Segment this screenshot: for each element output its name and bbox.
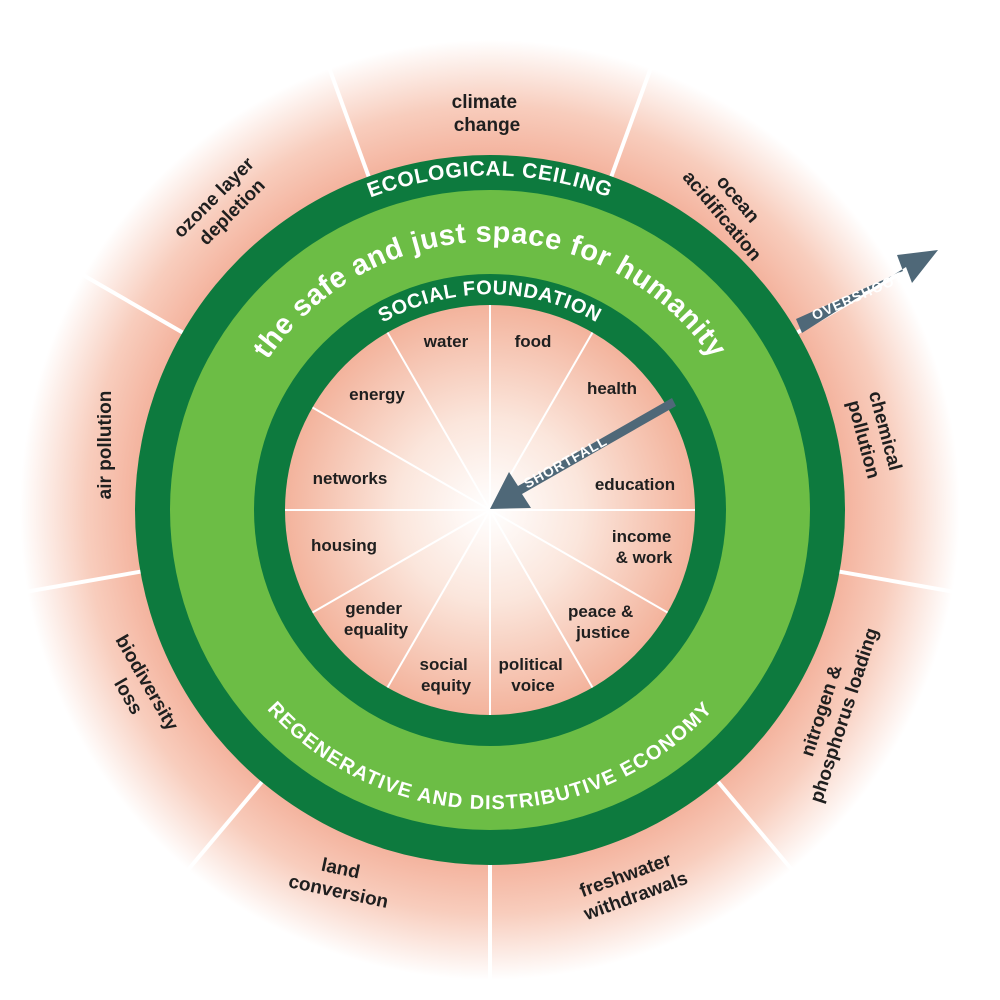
inner-label-housing: housing xyxy=(311,536,377,555)
inner-label-peace-justice: peace & justice xyxy=(568,602,638,642)
outer-sector-divider xyxy=(327,67,373,182)
inner-label-gender-equality: gender equality xyxy=(344,599,409,639)
inner-label-social-equity: social equity xyxy=(420,655,473,695)
inner-label-education: education xyxy=(595,475,675,494)
inner-label-political-voice: political voice xyxy=(499,655,568,695)
inner-sector-divider xyxy=(489,509,669,614)
inner-label-food: food xyxy=(515,332,552,351)
outer-sector-divider xyxy=(186,776,267,872)
overshoot-arrow-shape xyxy=(796,250,938,333)
inner-sector-divider xyxy=(311,509,491,614)
inner-label-water: water xyxy=(423,332,469,351)
outer-sector-divider xyxy=(713,776,794,872)
outer-sector-divider xyxy=(834,568,954,594)
inner-sector-divider xyxy=(489,509,594,689)
inner-label-income-work: income & work xyxy=(612,527,676,567)
inner-sector-divider xyxy=(386,331,491,511)
outer-sector-divider xyxy=(81,273,188,337)
outer-sector-divider xyxy=(26,568,146,594)
inner-foundation-labels: food health education income & work peac… xyxy=(311,332,676,695)
inner-label-energy: energy xyxy=(349,385,405,404)
inner-sector-divider xyxy=(311,406,491,511)
inner-sector-divider xyxy=(386,509,491,689)
inner-label-health: health xyxy=(587,379,637,398)
inner-label-networks: networks xyxy=(313,469,388,488)
outer-sector-divider xyxy=(607,67,653,182)
shortfall-arrow-shape xyxy=(490,398,676,509)
outer-label-climate-change: climate change xyxy=(452,92,523,136)
outer-label-air-pollution: air pollution xyxy=(95,391,116,500)
